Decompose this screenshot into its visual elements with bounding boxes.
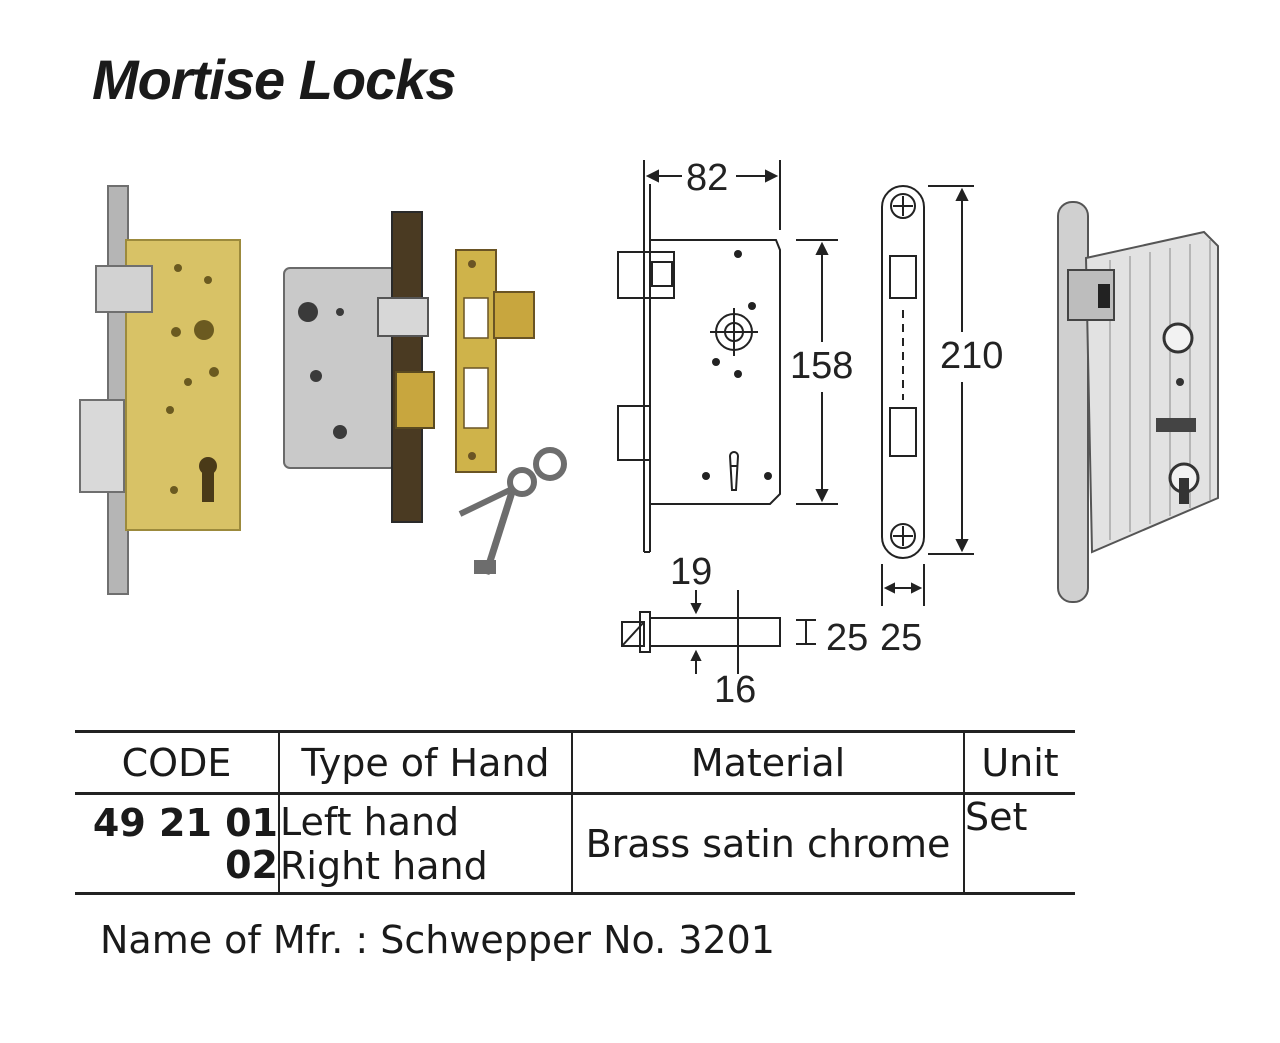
faceplate-width-dimension xyxy=(881,564,925,606)
table-header-row: CODE Type of Hand Material Unit xyxy=(75,731,1075,794)
case-height-dimension xyxy=(796,239,838,505)
lock-case-drawing xyxy=(617,160,781,553)
material-cell: Brass satin chrome xyxy=(571,793,964,894)
product-spec-table: CODE Type of Hand Material Unit 49 21 01… xyxy=(75,730,1075,895)
silver-lock-photo xyxy=(1057,201,1219,603)
faceplate-height-label: 210 xyxy=(940,335,1003,377)
width-dimension-label: 82 xyxy=(686,160,728,199)
code-value: 02 xyxy=(225,842,278,887)
keys-photo xyxy=(458,447,567,576)
header-type-of-hand: Type of Hand xyxy=(278,731,572,794)
code-value: 49 21 01 xyxy=(92,800,278,845)
header-code: CODE xyxy=(121,740,232,785)
brass-lock-photo xyxy=(79,185,241,595)
header-material: Material xyxy=(571,731,964,794)
bolt-offset-label: 16 xyxy=(714,669,756,711)
hand-value: Right hand xyxy=(280,843,488,888)
bolt-width-label: 25 xyxy=(826,617,868,659)
table-row: 49 21 01 02 Left hand Right hand Brass s… xyxy=(75,793,1075,894)
code-cell: 49 21 01 02 xyxy=(75,794,279,894)
bolt-projection-label: 19 xyxy=(670,551,712,593)
unit-cell: Set xyxy=(963,793,1075,894)
page-title: Mortise Locks xyxy=(92,48,457,111)
header-unit: Unit xyxy=(963,731,1075,794)
hand-cell: Left hand Right hand xyxy=(278,793,572,894)
hand-value: Left hand xyxy=(280,799,460,844)
faceplate-height-dimension xyxy=(928,185,974,555)
case-height-label: 158 xyxy=(790,345,853,387)
faceplate-width-label: 25 xyxy=(880,617,922,659)
steel-lock-photo xyxy=(283,211,535,523)
manufacturer-note: Name of Mfr. : Schwepper No. 3201 xyxy=(100,918,775,962)
lock-case-markers xyxy=(702,250,772,480)
bolt-drawing xyxy=(621,590,816,674)
faceplate-drawing xyxy=(881,185,925,559)
product-illustrations: 82 158 210 25 xyxy=(79,160,1219,711)
width-dimension xyxy=(643,160,781,230)
